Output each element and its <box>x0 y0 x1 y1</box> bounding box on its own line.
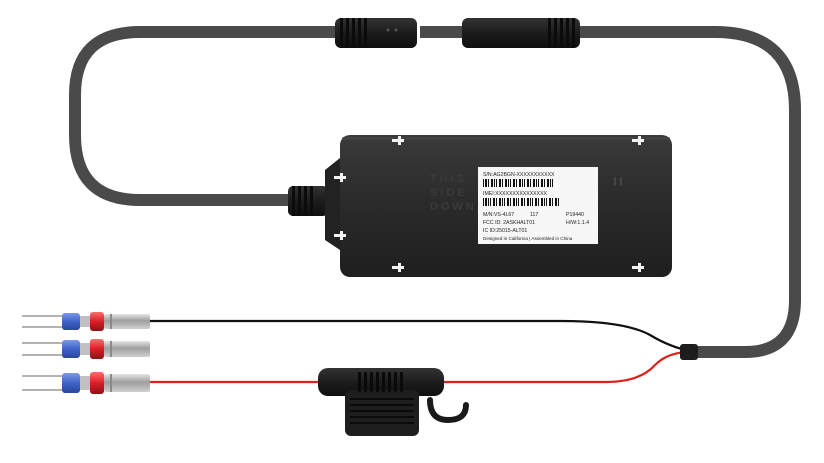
red-wire <box>150 350 691 384</box>
label-model: M/N:VS-4L67 <box>483 212 514 218</box>
barcode-imei <box>483 198 559 206</box>
inline-connector-left <box>335 18 417 48</box>
label-fcc: FCC ID: 2ASKHALT01 <box>483 220 535 226</box>
label-code-p: P19440 <box>566 212 584 218</box>
power-cable-upper-right <box>574 26 801 358</box>
label-hw: H/W:1.1.4 <box>566 220 589 226</box>
label-origin: Designed in California | Assembled in Ch… <box>483 236 573 241</box>
inline-connector-right <box>462 18 580 48</box>
product-label: S/N:AG2BGN-XXXXXXXXXXX IMEI:XXXXXXXXXXXX… <box>478 167 598 244</box>
stamp-line-1: THIS <box>430 173 467 185</box>
label-imei: IMEI:XXXXXXXXXXXXXXX <box>483 191 548 197</box>
stamp-line-3: DOWN <box>430 201 477 213</box>
inline-fuse-holder <box>318 368 469 436</box>
barcode-serial <box>483 179 553 187</box>
power-cable <box>69 26 341 206</box>
label-serial: S/N:AG2BGN-XXXXXXXXXXX <box>483 172 555 178</box>
black-wire <box>150 319 691 353</box>
spade-terminal-top <box>22 312 150 331</box>
spade-terminal-middle <box>22 339 150 359</box>
spade-terminal-bottom <box>22 372 150 394</box>
stamp-line-2: SIDE <box>430 187 468 199</box>
cable-strain-relief <box>288 186 328 216</box>
mounting-screw-icon <box>334 136 644 272</box>
label-ic: IC ID:25015-ALT01 <box>483 228 527 234</box>
label-code-117: 117 <box>530 212 538 218</box>
cable-split-collar <box>680 344 698 360</box>
